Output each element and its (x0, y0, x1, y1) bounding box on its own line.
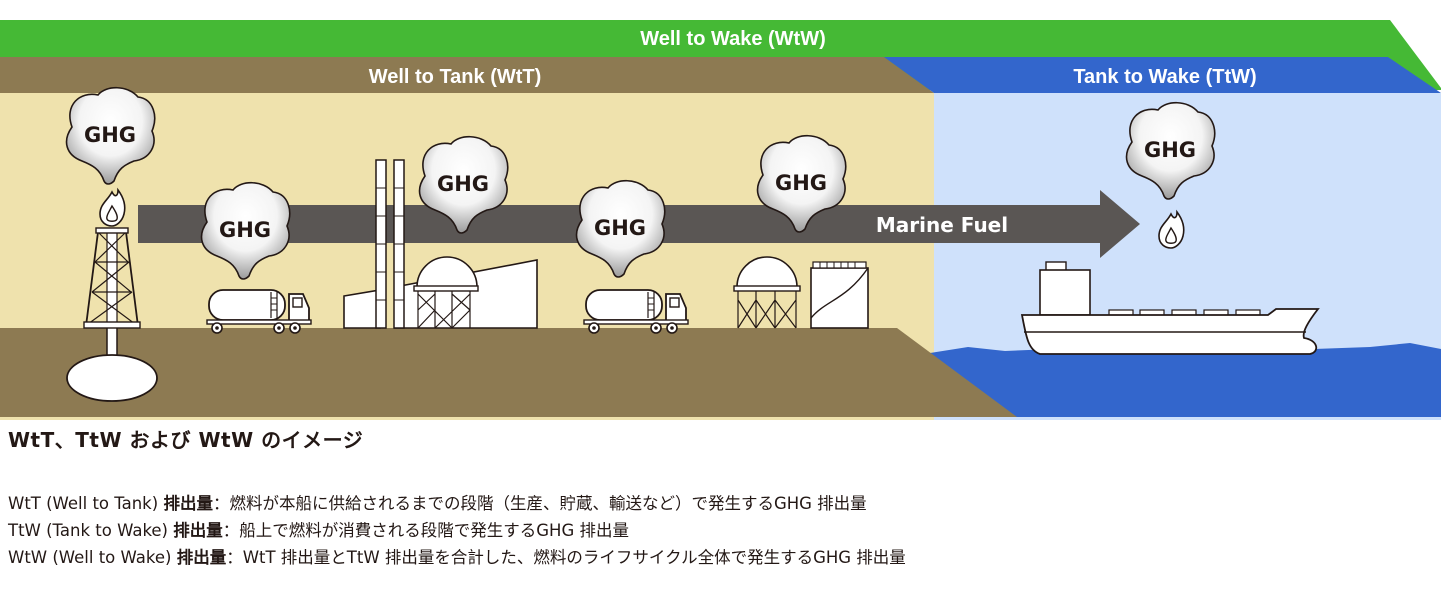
wtw-band-label: Well to Wake (WtW) (640, 28, 826, 50)
refinery-icon (343, 159, 538, 329)
definitions-list: WtT (Well to Tank) 排出量：燃料が本船に供給されるまでの段階（… (8, 490, 906, 571)
ship-icon (1020, 261, 1320, 355)
definition-term-suffix: 排出量 (173, 521, 223, 540)
figure-caption: WtT、TtW および WtW のイメージ (8, 428, 364, 452)
definition-description: WtT 排出量とTtW 排出量を合計した、燃料のライフサイクル全体で発生するGH… (242, 548, 906, 567)
ghg-cloud-icon: GHG (1125, 101, 1216, 200)
sea (930, 343, 1441, 417)
ghg-cloud-icon: GHG (418, 135, 509, 234)
ttw-band-label: Tank to Wake (TtW) (1073, 66, 1256, 88)
ghg-label: GHG (437, 172, 489, 196)
ghg-cloud-icon: GHG (200, 181, 291, 280)
ghg-cloud-icon: GHG (65, 86, 156, 185)
definition-term: TtW (Tank to Wake) (8, 521, 168, 540)
ghg-label: GHG (775, 171, 827, 195)
ghg-label: GHG (219, 218, 271, 242)
definition-separator: ： (226, 548, 243, 567)
oil-storage-tank-icon (810, 261, 869, 329)
definition-description: 燃料が本船に供給されるまでの段階（生産、貯蔵、輸送など）で発生するGHG 排出量 (229, 494, 867, 513)
ghg-label: GHG (84, 123, 136, 147)
wtt-band (0, 57, 934, 93)
gas-storage-tank-icon (733, 256, 801, 329)
wtt-band-label: Well to Tank (WtT) (369, 66, 542, 88)
definition-separator: ： (212, 494, 230, 513)
oil-well-icon (66, 227, 158, 402)
ground (0, 328, 1017, 417)
marine-fuel-label: Marine Fuel (876, 213, 1008, 237)
definition-wtt: WtT (Well to Tank) 排出量：燃料が本船に供給されるまでの段階（… (8, 490, 906, 517)
definition-term-suffix: 排出量 (163, 494, 213, 513)
definition-description: 船上で燃料が消費される段階で発生するGHG 排出量 (239, 521, 629, 540)
ghg-label: GHG (1144, 138, 1196, 162)
ttw-band (884, 57, 1441, 93)
definition-term: WtT (Well to Tank) (8, 494, 159, 513)
definition-separator: ： (222, 521, 240, 540)
definition-term: WtW (Well to Wake) (8, 548, 172, 567)
definition-ttw: TtW (Tank to Wake) 排出量：船上で燃料が消費される段階で発生す… (8, 517, 906, 544)
definition-wtw: WtW (Well to Wake) 排出量：WtT 排出量とTtW 排出量を合… (8, 544, 906, 571)
definition-term-suffix: 排出量 (176, 548, 227, 567)
ghg-cloud-icon: GHG (575, 179, 666, 278)
wtw-diagram: Well to Wake (WtW) Well to Tank (WtT) Ta… (0, 20, 1441, 420)
ghg-label: GHG (594, 216, 646, 240)
ghg-cloud-icon: GHG (756, 134, 847, 233)
